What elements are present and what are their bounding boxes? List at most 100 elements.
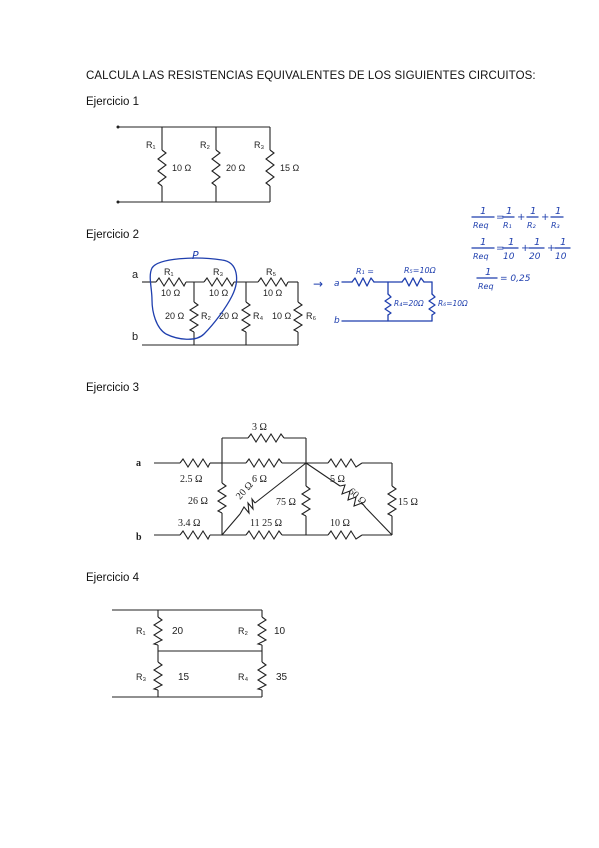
label-r1: R₁ <box>136 626 146 636</box>
resistor-r1 <box>157 149 167 187</box>
node-a: a <box>136 458 141 469</box>
value-75-ohm: 75 Ω <box>276 497 296 508</box>
node-a: a <box>132 269 139 281</box>
resistor-r2 <box>256 616 268 646</box>
handwritten-arrow: → <box>313 277 323 291</box>
resistor-r3 <box>152 661 164 691</box>
handwritten-node-b: b <box>334 316 340 326</box>
value-r2: 20 Ω <box>226 163 246 173</box>
eq2-t3-num: 1 <box>560 237 566 248</box>
circuit-1-wires <box>116 125 271 204</box>
eq1-t3-num: 1 <box>555 206 561 217</box>
value-5-ohm: 5 Ω <box>330 474 345 485</box>
eq2-equals: = <box>496 243 504 254</box>
resistor-60-ohm <box>339 484 367 509</box>
resistor-r2 <box>188 301 200 333</box>
eq1-t1-den: R₁ <box>503 221 512 230</box>
value-r1: 20 <box>172 626 184 637</box>
value-10-ohm: 10 Ω <box>330 518 350 529</box>
eq2-t3-den: 10 <box>555 252 567 262</box>
label-r2: R₂ <box>238 626 248 636</box>
circuit-4-wires <box>112 609 263 698</box>
resistor-r5 <box>257 276 289 288</box>
label-r3: R₃ <box>213 267 223 277</box>
eq1-t1-num: 1 <box>506 206 512 217</box>
resistor-r4 <box>256 661 268 691</box>
eq2-lhs-den: Req <box>473 252 489 261</box>
resistor-3-4-ohm <box>179 529 211 541</box>
label-r2: R₂ <box>201 311 211 321</box>
exercise-1-heading: Ejercicio 1 <box>86 96 140 108</box>
eq1-t3-den: R₃ <box>551 221 560 230</box>
value-r5: 10 Ω <box>263 288 283 298</box>
handwritten-r1: R₁ = <box>356 267 374 276</box>
value-3-4-ohm: 3.4 Ω <box>178 518 200 529</box>
value-r6: 10 Ω <box>272 311 292 321</box>
resistor-5-ohm <box>327 457 363 469</box>
exercise-2-heading: Ejercicio 2 <box>86 229 140 241</box>
eq3-lhs-num: 1 <box>485 267 491 278</box>
resistor-r3 <box>265 149 275 187</box>
eq2-t2-num: 1 <box>534 237 540 248</box>
value-r2: 10 <box>274 626 286 637</box>
handwritten-annotations: P → a b R₁ = R₅=10Ω R₄=20Ω R₆=10Ω 1 Req … <box>149 206 571 340</box>
eq1-lhs-den: Req <box>473 221 489 230</box>
resistor-3-ohm <box>247 432 285 444</box>
label-r1: R₁ <box>146 140 156 150</box>
eq3-rhs: = 0,25 <box>500 274 531 284</box>
label-r2: R₂ <box>200 140 210 150</box>
label-r5: R₅ <box>266 267 276 277</box>
resistor-2-5-ohm <box>179 457 211 469</box>
resistor-r1 <box>152 616 164 646</box>
eq3-lhs-den: Req <box>478 282 494 291</box>
value-r4: 20 Ω <box>219 311 239 321</box>
resistor-r1 <box>155 276 187 288</box>
resistor-10-ohm <box>327 529 363 541</box>
eq1-equals: = <box>496 212 504 223</box>
eq2-lhs-num: 1 <box>480 237 486 248</box>
circuit-3-wires <box>154 437 393 536</box>
resistor-15-ohm <box>386 485 398 517</box>
handwritten-r4: R₄=20Ω <box>394 299 424 308</box>
resistor-26-ohm <box>216 482 228 514</box>
eq2-t1-num: 1 <box>508 237 514 248</box>
label-r4: R₄ <box>253 311 263 321</box>
value-15-ohm: 15 Ω <box>398 497 418 508</box>
value-r3: 15 <box>178 672 190 683</box>
label-r1: R₁ <box>164 267 174 277</box>
eq1-t2-den: R₂ <box>527 221 537 230</box>
resistor-20-ohm <box>239 497 256 515</box>
resistor-r6 <box>292 301 304 333</box>
eq1-t2-num: 1 <box>530 206 536 217</box>
eq1-lhs-num: 1 <box>480 206 486 217</box>
handwritten-r6: R₆=10Ω <box>438 299 468 308</box>
resistor-6-ohm <box>245 457 283 469</box>
label-r3: R₃ <box>136 672 146 682</box>
eq1-plus-1: + <box>517 212 525 223</box>
eq2-t1-den: 10 <box>503 252 515 262</box>
label-r4: R₄ <box>238 672 248 682</box>
value-r4: 35 <box>276 672 288 683</box>
value-r1: 10 Ω <box>172 163 192 173</box>
handwritten-p-mark: P <box>192 249 199 262</box>
resistor-75-ohm <box>300 485 312 517</box>
resistor-11-25-ohm <box>245 529 283 541</box>
handwritten-node-a: a <box>334 279 340 289</box>
page-title: CALCULA LAS RESISTENCIAS EQUIVALENTES DE… <box>86 70 536 82</box>
value-3-ohm: 3 Ω <box>252 422 267 433</box>
exercise-3-heading: Ejercicio 3 <box>86 382 140 394</box>
value-r3: 10 Ω <box>209 288 229 298</box>
eq2-plus-1: + <box>521 243 529 254</box>
handwritten-r5: R₅=10Ω <box>404 266 437 275</box>
resistor-r4 <box>240 301 252 333</box>
circuit-2-wires <box>142 281 299 346</box>
resistor-r2 <box>211 149 221 187</box>
value-2-5-ohm: 2.5 Ω <box>180 474 202 485</box>
value-r1: 10 Ω <box>161 288 181 298</box>
value-26-ohm: 26 Ω <box>188 496 208 507</box>
value-r3: 15 Ω <box>280 163 300 173</box>
eq2-t2-den: 20 <box>529 252 541 262</box>
